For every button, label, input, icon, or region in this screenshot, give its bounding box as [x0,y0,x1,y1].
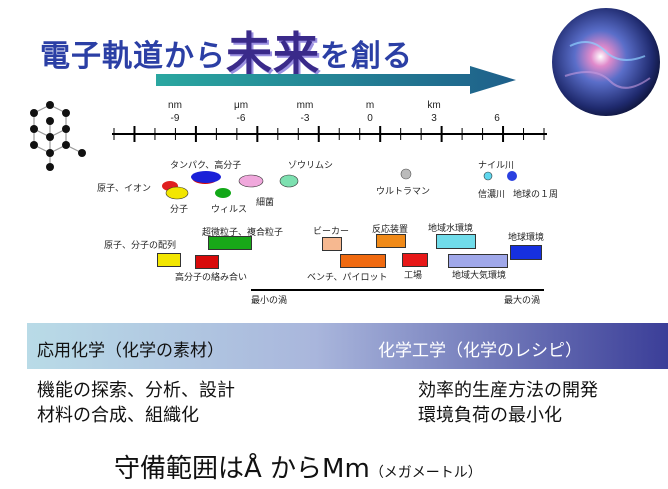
label-earth-lap: 地球の１周 [513,189,559,199]
exponent-label: -6 [236,113,246,124]
unit-label: mm [296,100,314,111]
bullet-left-1: 機能の探索、分析、設計 [37,380,235,401]
label-molecule: 分子 [170,204,189,214]
label-bench: ベンチ、パイロット [307,272,388,282]
rect-atom-arrangement [157,253,181,267]
exponent-label: 6 [494,113,500,124]
label-bacteria: 細菌 [256,197,275,207]
label-min-vortex: 最小の渦 [251,295,288,305]
label-virus: ウィルス [211,204,248,214]
label-shinano: 信濃川 [478,189,506,199]
rect-water-env [436,234,476,249]
rect-polymer-tangle [195,255,219,269]
field-band [27,323,668,369]
rect-factory [402,253,428,267]
band-label-applied-chemistry: 応用化学（化学の素材） [37,341,224,361]
unit-label: nm [168,100,182,111]
footer-text: 守備範囲はÅ からMm（メガメートル） [114,448,482,485]
rect-reactor [376,234,406,248]
label-beaker: ビーカー [313,226,350,236]
rect-global-env [510,245,542,260]
title-text-post: を創る [320,39,413,74]
label-nile: ナイル川 [478,160,515,170]
title-text-pre: 電子軌道から [40,39,226,74]
exponent-label: 0 [367,113,373,124]
protein-marker [191,171,221,183]
scale-ticks [113,126,545,142]
molecule-marker [165,186,189,200]
label-factory: 工場 [404,270,423,280]
bullet-right-2: 環境負荷の最小化 [418,405,562,426]
label-paramecium: ゾウリムシ [288,160,334,170]
shinano-marker [483,171,493,181]
label-polymer-tangle: 高分子の絡み合い [175,272,248,282]
unit-label: μm [233,100,249,111]
footer-main: 守備範囲はÅ からMm [114,454,370,484]
unit-label: km [427,100,441,111]
label-atom-arrangement: 原子、分子の配列 [104,240,177,250]
vortex-range-line [251,289,544,291]
title-text-highlight: 未来 [226,27,320,81]
label-protein: タンパク、高分子 [170,160,242,170]
label-water-env: 地域水環境 [428,223,474,233]
label-global-env: 地球環境 [508,232,545,242]
rect-ultrafine [208,236,252,250]
exponent-label: 3 [431,113,437,124]
rect-bench [340,254,386,268]
scale-arrow [156,66,516,94]
earth-marker [507,171,517,181]
molecule-icon [30,101,86,171]
label-atom-ion: 原子、イオン [97,183,152,193]
bacteria-marker [238,174,264,188]
object-markers [162,168,517,200]
footer-small: （メガメートル） [369,465,482,481]
virus-marker [215,188,231,198]
label-atmo-env: 地域大気環境 [452,270,507,280]
unit-label: m [365,100,375,111]
globe-icon [552,8,660,116]
bullet-right-1: 効率的生産方法の開発 [418,380,598,401]
exponent-label: -3 [300,113,310,124]
ultraman-marker [400,168,412,180]
band-label-chemical-engineering: 化学工学（化学のレシピ） [378,341,582,361]
label-max-vortex: 最大の渦 [504,295,541,305]
label-ultrafine: 超微粒子、複合粒子 [202,227,284,237]
rect-beaker [322,237,342,251]
exponent-label: -9 [170,113,180,124]
scale-axis [112,133,547,135]
page-title: 電子軌道から未来を創る [40,18,413,84]
label-ultraman: ウルトラマン [376,186,431,196]
rect-atmo-env [448,254,508,268]
paramecium-marker [279,174,299,188]
label-reactor: 反応装置 [372,224,409,234]
bullet-left-2: 材料の合成、組織化 [37,405,199,426]
